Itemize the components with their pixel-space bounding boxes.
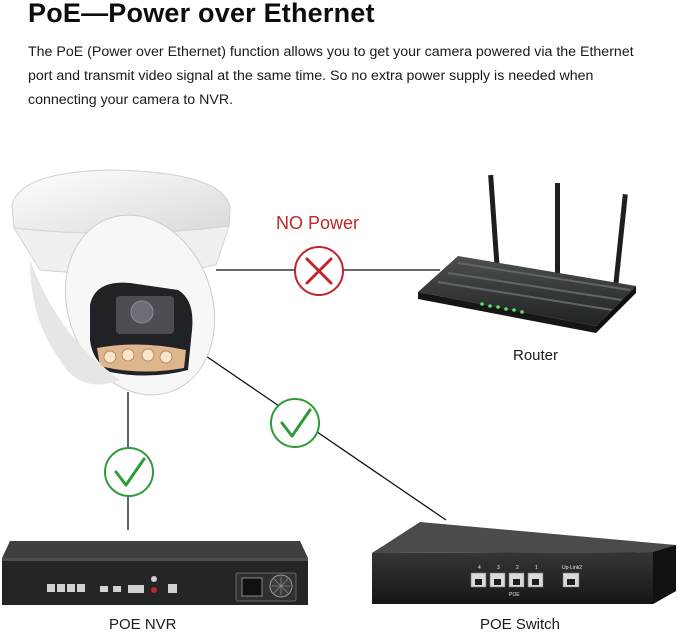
nvr-icon <box>2 541 308 605</box>
cross-icon <box>294 246 344 296</box>
camera-icon <box>11 169 231 396</box>
check-icon <box>270 398 320 448</box>
switch-label: POE Switch <box>480 616 561 633</box>
no-power-label: NO Power <box>276 213 360 233</box>
switch-port-label: 3 <box>497 565 500 571</box>
description-text: The PoE (Power over Ethernet) function a… <box>28 44 634 108</box>
router-label: Router <box>513 347 559 364</box>
page-title: PoE—Power over Ethernet <box>28 0 375 28</box>
switch-icon: 4 3 2 1 Up-Link2 POE <box>372 522 676 604</box>
switch-port-label: 2 <box>516 565 519 571</box>
nvr-label: POE NVR <box>109 616 177 633</box>
check-icon <box>104 447 154 497</box>
switch-port-label: 1 <box>535 565 538 571</box>
router-icon <box>418 174 636 333</box>
switch-port-label: Up-Link2 <box>562 565 582 571</box>
switch-brand-label: POE <box>509 592 520 598</box>
switch-port-label: 4 <box>478 565 481 571</box>
camera-switch-line <box>199 351 447 521</box>
